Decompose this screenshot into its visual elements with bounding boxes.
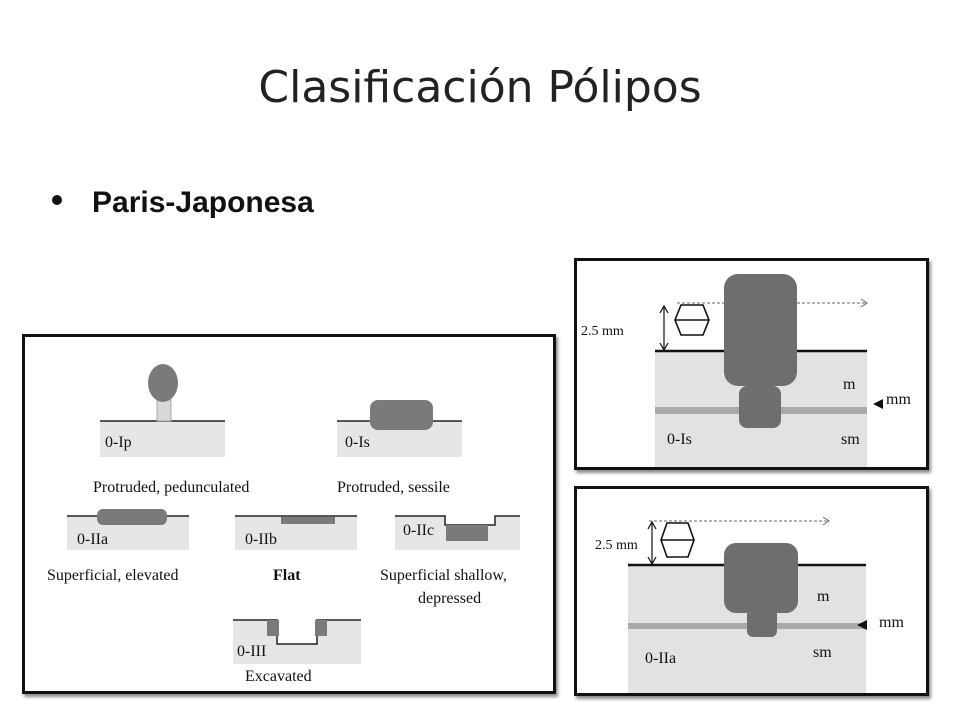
label-ip: 0-Ip xyxy=(105,434,132,451)
flat-lesion-shape xyxy=(281,517,335,524)
polyp-invasion-shape xyxy=(747,609,777,637)
mm-marker-label: mm xyxy=(886,391,911,408)
sessile-polyp-shape xyxy=(370,400,433,430)
mm-marker-label: mm xyxy=(879,614,904,631)
elevated-polyp-shape xyxy=(724,543,798,613)
excavated-edge-left-shape xyxy=(267,620,279,636)
label-iib: 0-IIb xyxy=(245,531,277,548)
label-iii: 0-III xyxy=(237,643,266,660)
elevated-lesion-shape xyxy=(97,509,167,525)
slide-title: Clasificación Pólipos xyxy=(258,62,702,113)
is-measurement-figure: 2.5 mm m sm 0-Is mm xyxy=(574,258,929,470)
type-label: 0-Is xyxy=(667,431,692,448)
layer-m-label: m xyxy=(817,588,830,605)
caption-iii: Excavated xyxy=(245,668,312,685)
caption-is: Protruded, sessile xyxy=(337,479,450,496)
caption-ip: Protruded, pedunculated xyxy=(93,479,249,496)
type-iic-diagram: 0-IIc Superficial shallow, depressed xyxy=(380,515,520,607)
height-label: 2.5 mm xyxy=(581,324,624,339)
caption-iia: Superficial, elevated xyxy=(47,567,179,584)
bullet-text: Paris-Japonesa xyxy=(92,186,314,219)
caption-iic-line2: depressed xyxy=(418,590,481,607)
paris-classification-figure: 0-Ip Protruded, pedunculated 0-Is Protru… xyxy=(22,334,556,694)
layer-m-label: m xyxy=(843,376,856,393)
is-measurement-diagram: 2.5 mm m sm 0-Is mm xyxy=(581,274,911,467)
layer-sm-label: sm xyxy=(813,644,832,661)
label-iic: 0-IIc xyxy=(403,522,434,539)
label-is: 0-Is xyxy=(345,434,370,451)
iia-measurement-figure: 2.5 mm m sm 0-IIa mm xyxy=(574,486,929,696)
type-label: 0-IIa xyxy=(645,650,676,667)
height-label: 2.5 mm xyxy=(595,538,638,553)
bullet-item: Paris-Japonesa xyxy=(52,186,314,220)
type-iii-diagram: 0-III Excavated xyxy=(233,619,361,685)
bullet-dot-icon xyxy=(52,195,62,206)
type-iib-diagram: 0-IIb Flat xyxy=(235,515,357,584)
classification-diagram: 0-Ip Protruded, pedunculated 0-Is Protru… xyxy=(47,364,520,685)
mm-arrow-icon xyxy=(873,399,883,409)
caption-iic-line1: Superficial shallow, xyxy=(380,567,507,584)
depressed-lesion-shape xyxy=(446,525,488,541)
layer-sm-label: sm xyxy=(841,431,860,448)
label-iia: 0-IIa xyxy=(77,531,108,548)
sessile-polyp-shape xyxy=(724,274,797,386)
excavated-edge-right-shape xyxy=(315,620,327,636)
iia-measurement-diagram: 2.5 mm m sm 0-IIa mm xyxy=(595,516,904,693)
type-iia-diagram: 0-IIa Superficial, elevated xyxy=(47,509,189,584)
polyp-invasion-shape xyxy=(739,386,781,428)
type-ip-diagram: 0-Ip Protruded, pedunculated xyxy=(93,364,249,496)
caption-iib: Flat xyxy=(273,567,301,584)
type-is-diagram: 0-Is Protruded, sessile xyxy=(337,400,462,496)
mm-arrow-icon xyxy=(857,620,867,630)
pedunculated-polyp-shape xyxy=(148,364,178,402)
